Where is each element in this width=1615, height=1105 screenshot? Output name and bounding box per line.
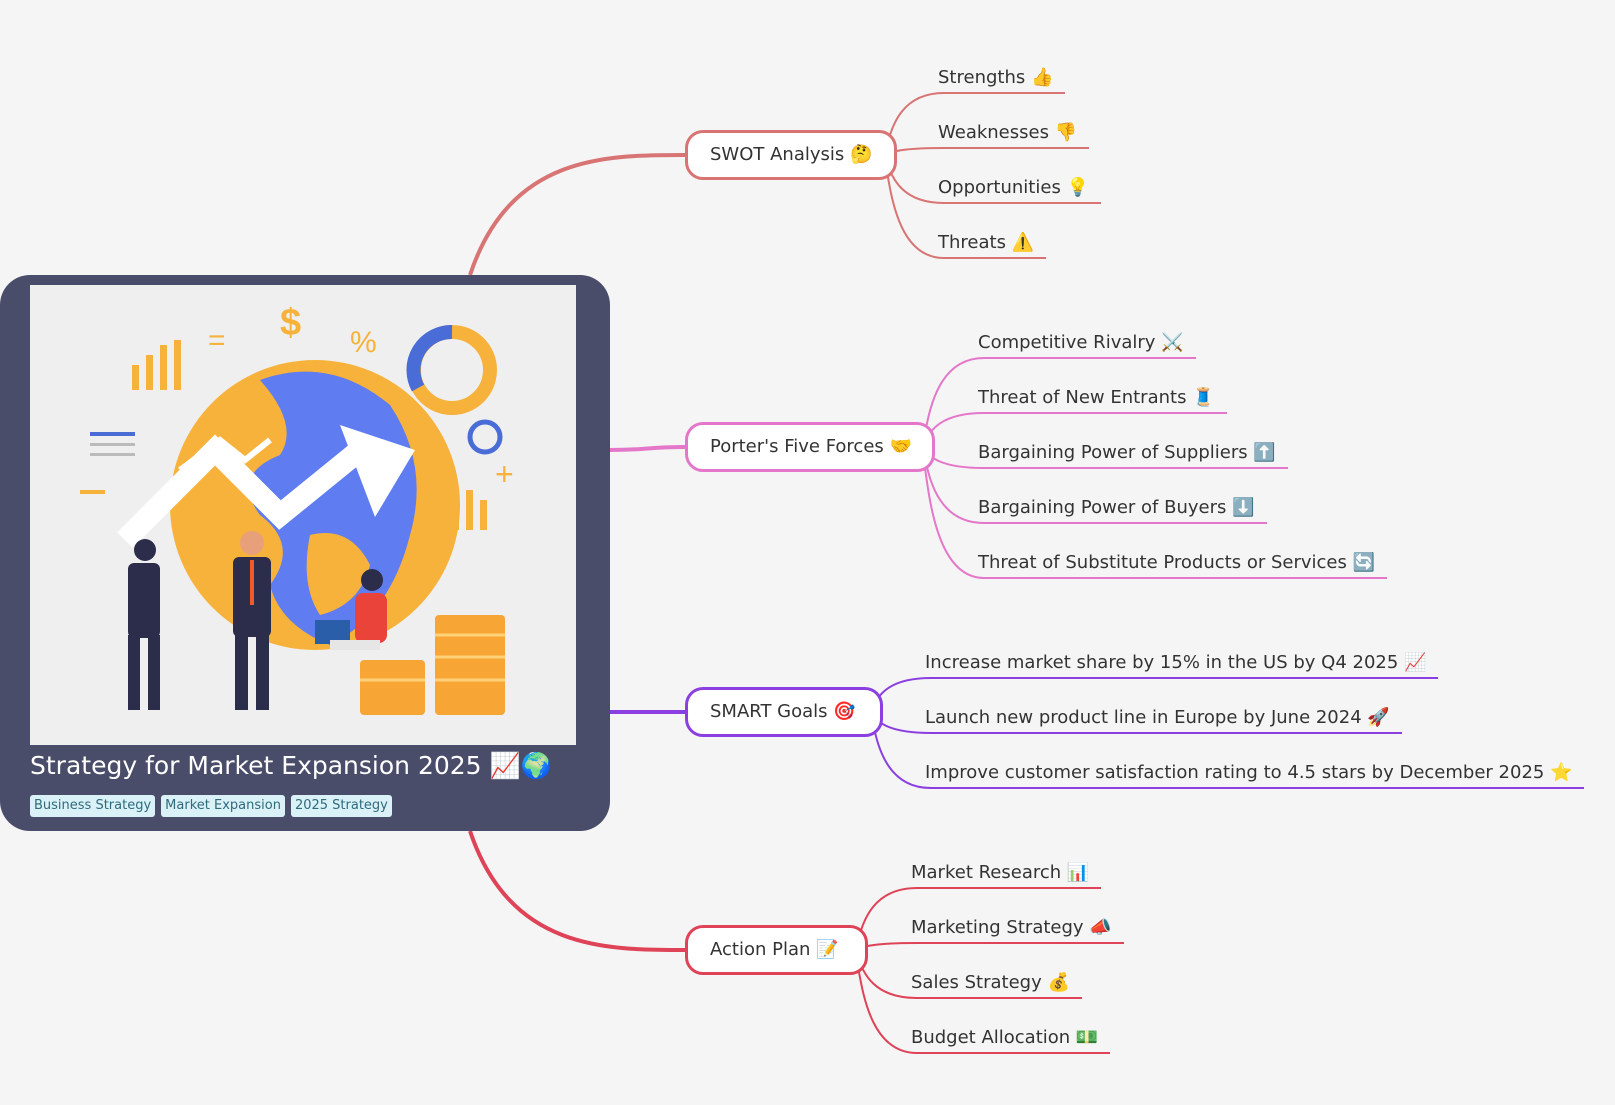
- root-node[interactable]: $ % = +: [0, 275, 610, 831]
- leaf-strengths[interactable]: Strengths 👍: [938, 67, 1054, 88]
- leaf-improve-customer-satisfaction[interactable]: Improve customer satisfaction rating to …: [925, 762, 1573, 783]
- root-tags: Business Strategy Market Expansion 2025 …: [30, 795, 392, 817]
- leaf-budget-allocation[interactable]: Budget Allocation 💵: [911, 1027, 1099, 1048]
- leaf-threat-of-substitutes[interactable]: Threat of Substitute Products or Service…: [978, 552, 1375, 573]
- svg-text:=: =: [208, 324, 226, 357]
- leaf-bargaining-power-of-buyers[interactable]: Bargaining Power of Buyers ⬇️: [978, 497, 1255, 518]
- leaf-increase-market-share[interactable]: Increase market share by 15% in the US b…: [925, 652, 1427, 673]
- leaf-sales-strategy[interactable]: Sales Strategy 💰: [911, 972, 1070, 993]
- root-title: Strategy for Market Expansion 2025 📈🌍: [30, 751, 552, 780]
- leaf-threats[interactable]: Threats ⚠️: [938, 232, 1035, 253]
- branch-swot-analysis[interactable]: SWOT Analysis 🤔: [685, 130, 897, 180]
- tag-market-expansion[interactable]: Market Expansion: [161, 795, 285, 817]
- branch-3-to-leaf-1: [852, 942, 1124, 951]
- leaf-threat-of-new-entrants[interactable]: Threat of New Entrants 🧵: [978, 387, 1215, 408]
- svg-text:+: +: [495, 456, 514, 492]
- svg-text:%: %: [350, 326, 377, 359]
- branch-smart-goals[interactable]: SMART Goals 🎯: [685, 687, 883, 737]
- root-to-branch-0: [468, 153, 686, 276]
- tag-business-strategy[interactable]: Business Strategy: [30, 795, 156, 817]
- leaf-weaknesses[interactable]: Weaknesses 👎: [938, 122, 1078, 143]
- branch-porters-five-forces[interactable]: Porter's Five Forces 🤝: [685, 422, 935, 472]
- leaf-bargaining-power-of-suppliers[interactable]: Bargaining Power of Suppliers ⬆️: [978, 442, 1276, 463]
- root-to-branch-1: [609, 445, 686, 452]
- leaf-opportunities[interactable]: Opportunities 💡: [938, 177, 1089, 198]
- branch-0-to-leaf-1: [881, 147, 1089, 156]
- branch-action-plan[interactable]: Action Plan 📝: [685, 925, 868, 975]
- leaf-marketing-strategy[interactable]: Marketing Strategy 📣: [911, 917, 1112, 938]
- root-to-branch-3: [468, 830, 686, 952]
- tag-2025-strategy[interactable]: 2025 Strategy: [290, 795, 392, 817]
- leaf-market-research[interactable]: Market Research 📊: [911, 862, 1090, 883]
- svg-text:$: $: [280, 302, 301, 344]
- leaf-launch-product-line[interactable]: Launch new product line in Europe by Jun…: [925, 707, 1390, 728]
- leaf-competitive-rivalry[interactable]: Competitive Rivalry ⚔️: [978, 332, 1184, 353]
- root-illustration: $ % = +: [30, 285, 576, 745]
